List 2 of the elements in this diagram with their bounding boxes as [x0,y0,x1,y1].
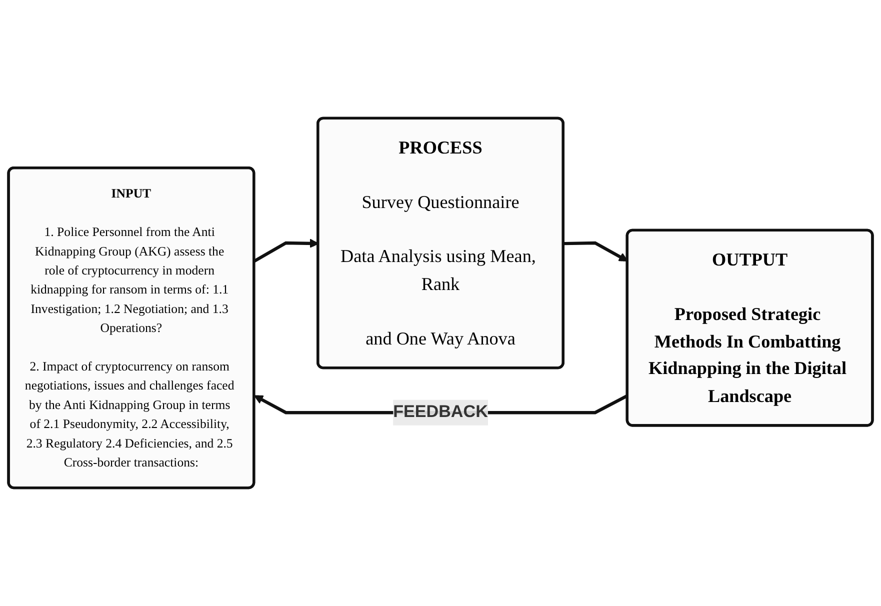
edge-label: FEEDBACK [393,402,488,422]
arrow [564,241,628,262]
